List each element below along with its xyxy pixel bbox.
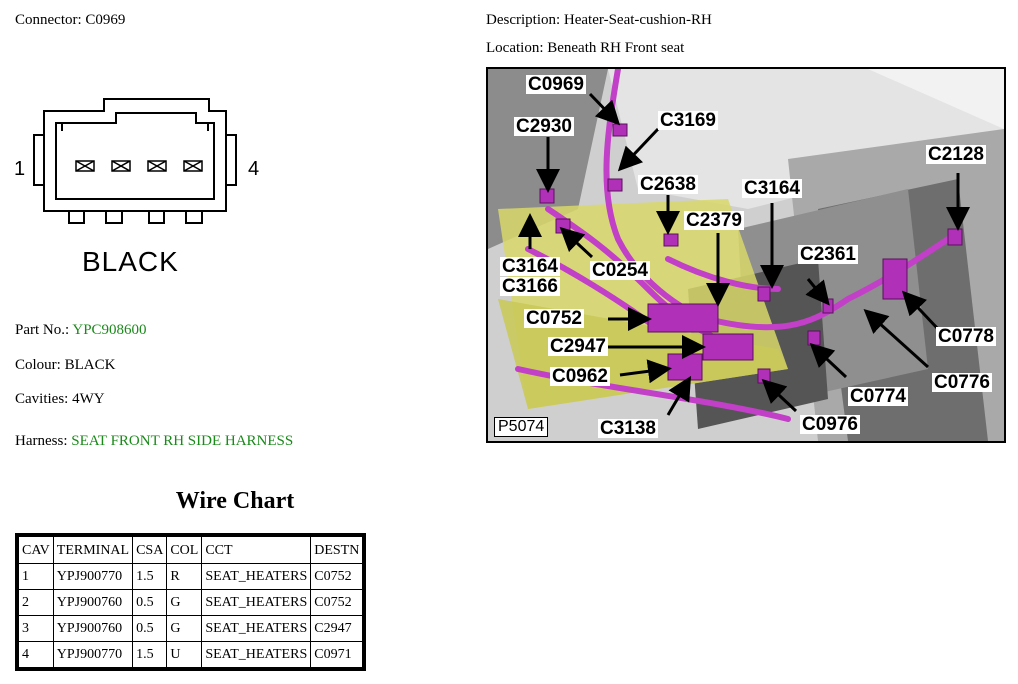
cell-cct: SEAT_HEATERS [202, 590, 311, 615]
harness-label: Harness: [15, 433, 68, 449]
cell-csa: 1.5 [133, 564, 167, 589]
col-header-col: COL [167, 537, 202, 563]
callout-c2638: C2638 [638, 174, 698, 195]
callout-c3138: C3138 [598, 418, 658, 439]
wire-chart-title: Wire Chart [175, 488, 295, 514]
table-row: 3 YPJ900760 0.5 G SEAT_HEATERS C2947 [19, 616, 363, 641]
cell-col: G [167, 616, 202, 641]
harness-value[interactable]: SEAT FRONT RH SIDE HARNESS [71, 433, 294, 449]
pin-1-label: 1 [14, 158, 25, 180]
cell-col: U [167, 642, 202, 667]
colour-line: Colour: BLACK [15, 356, 115, 374]
cavities-line: Cavities: 4WY [15, 390, 105, 408]
callout-c0776: C0776 [932, 372, 992, 393]
cell-terminal: YPJ900760 [53, 616, 133, 641]
location-line: Location: Beneath RH Front seat [486, 39, 684, 57]
cell-cav: 1 [19, 564, 53, 589]
cavities-label: Cavities: [15, 391, 69, 407]
callout-c2361: C2361 [798, 244, 858, 265]
callout-c3164-upper: C3164 [742, 178, 802, 199]
cell-col: G [167, 590, 202, 615]
part-number-value[interactable]: YPC908600 [72, 322, 147, 338]
location-photo: C0969 C2930 C3169 C2638 C3164 C2128 C237… [486, 67, 1006, 443]
wire-chart-table: CAV TERMINAL CSA COL CCT DESTN 1 YPJ9007… [15, 533, 367, 671]
description-line: Description: Heater-Seat-cushion-RH [486, 11, 712, 29]
harness-line: Harness: SEAT FRONT RH SIDE HARNESS [15, 432, 293, 450]
cell-cav: 4 [19, 642, 53, 667]
callout-c0962: C0962 [550, 366, 610, 387]
cell-csa: 1.5 [133, 642, 167, 667]
colour-value: BLACK [64, 357, 116, 373]
callout-c3164-lower: C3164 [500, 256, 560, 277]
wire-chart-header-row: CAV TERMINAL CSA COL CCT DESTN [19, 537, 363, 563]
cavities-value: 4WY [72, 391, 105, 407]
cell-destn: C2947 [311, 616, 363, 641]
cell-col: R [167, 564, 202, 589]
cell-terminal: YPJ900760 [53, 590, 133, 615]
callout-c0969: C0969 [526, 74, 586, 95]
connector-label: Connector: C0969 [15, 12, 126, 28]
col-header-csa: CSA [133, 537, 167, 563]
cell-cav: 2 [19, 590, 53, 615]
cell-cct: SEAT_HEATERS [202, 564, 311, 589]
cell-destn: C0752 [311, 590, 363, 615]
callout-c0254: C0254 [590, 260, 650, 281]
callout-c0778: C0778 [936, 326, 996, 347]
col-header-destn: DESTN [311, 537, 363, 563]
callout-c0752: C0752 [524, 308, 584, 329]
callout-c3169: C3169 [658, 110, 718, 131]
col-header-terminal: TERMINAL [53, 537, 133, 563]
cell-terminal: YPJ900770 [53, 564, 133, 589]
cell-destn: C0971 [311, 642, 363, 667]
location-value: Beneath RH Front seat [547, 40, 685, 56]
connector-color-text: BLACK [82, 246, 179, 277]
callout-c2379: C2379 [684, 210, 744, 231]
callout-c2947: C2947 [548, 336, 608, 357]
location-label: Location: [486, 40, 544, 56]
description-value: Heater-Seat-cushion-RH [563, 12, 712, 28]
callout-c3166: C3166 [500, 276, 560, 297]
cell-destn: C0752 [311, 564, 363, 589]
col-header-cav: CAV [19, 537, 53, 563]
connector-face-diagram: 1 4 BLACK [14, 95, 274, 285]
colour-label: Colour: [15, 357, 61, 373]
cell-terminal: YPJ900770 [53, 642, 133, 667]
cell-csa: 0.5 [133, 616, 167, 641]
description-label: Description: [486, 12, 561, 28]
cell-cct: SEAT_HEATERS [202, 616, 311, 641]
callout-c0976: C0976 [800, 414, 860, 435]
pin-4-label: 4 [248, 158, 259, 180]
callout-c2128: C2128 [926, 144, 986, 165]
part-number-label: Part No.: [15, 322, 70, 338]
part-number-line: Part No.: YPC908600 [15, 321, 147, 339]
cell-cav: 3 [19, 616, 53, 641]
table-row: 1 YPJ900770 1.5 R SEAT_HEATERS C0752 [19, 564, 363, 589]
col-header-cct: CCT [202, 537, 311, 563]
table-row: 4 YPJ900770 1.5 U SEAT_HEATERS C0971 [19, 642, 363, 667]
cell-csa: 0.5 [133, 590, 167, 615]
photo-id-label: P5074 [494, 417, 549, 437]
callout-c2930: C2930 [514, 116, 574, 137]
cell-cct: SEAT_HEATERS [202, 642, 311, 667]
callout-c0774: C0774 [848, 386, 908, 407]
table-row: 2 YPJ900760 0.5 G SEAT_HEATERS C0752 [19, 590, 363, 615]
